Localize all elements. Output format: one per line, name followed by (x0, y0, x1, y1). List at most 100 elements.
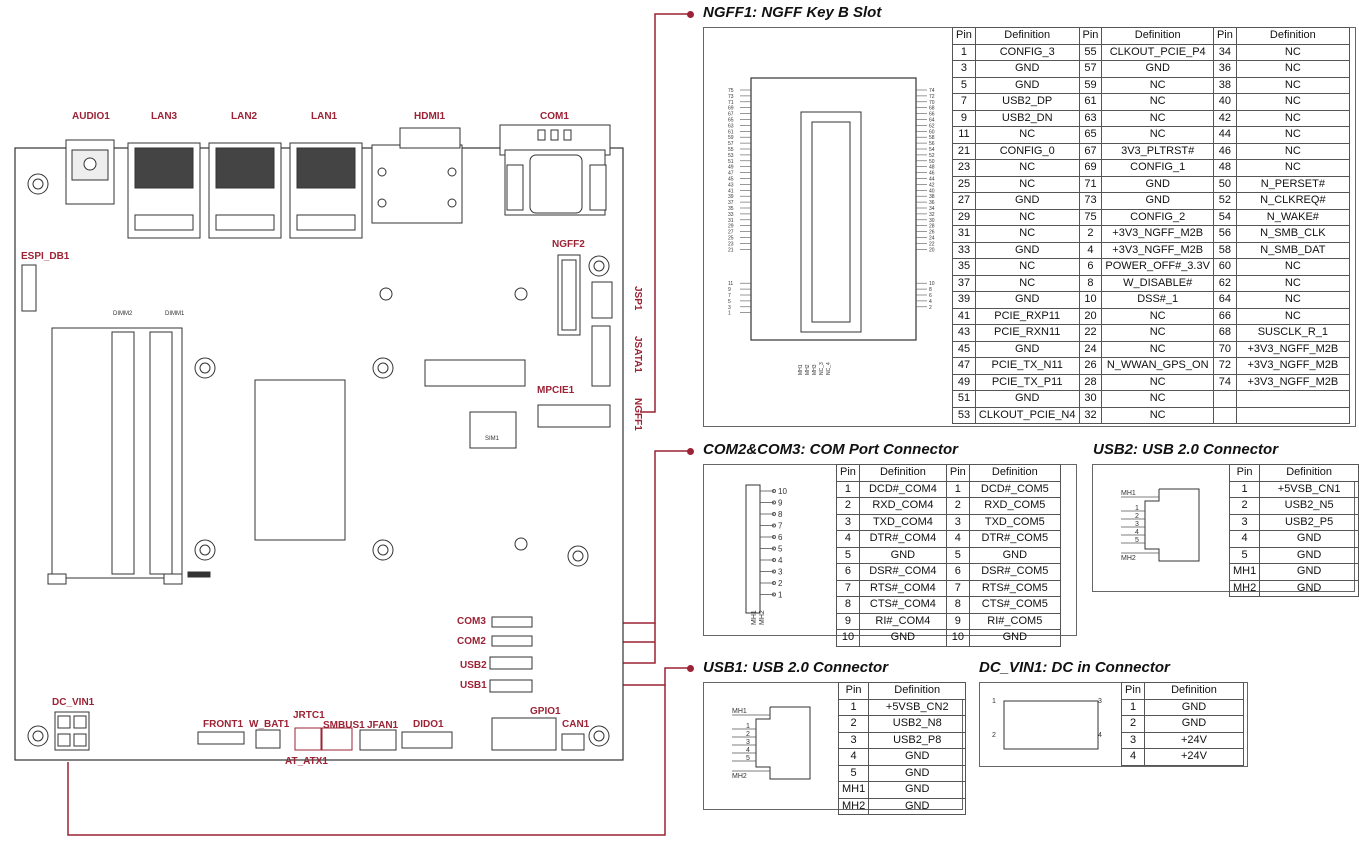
pin-number-label: 26 (929, 230, 935, 236)
pin-definition-cell: NC (1101, 340, 1214, 358)
pin-number-cell: 73 (1078, 192, 1103, 210)
pin-definition-cell: DTR#_COM4 (858, 530, 947, 548)
usb2-title: USB2: USB 2.0 Connector (1093, 441, 1279, 458)
pin-number-cell: 1 (945, 480, 970, 498)
pin-definition-cell: GND (974, 76, 1080, 94)
pin-number-label: 61 (728, 129, 734, 135)
pin-definition-cell: CONFIG_2 (1101, 208, 1214, 226)
pin-dot (772, 569, 776, 574)
pin-dot (772, 512, 776, 516)
table-header-row: Pin Definition (1121, 682, 1244, 700)
pin-number-label: 58 (929, 135, 935, 141)
pin-number-label: 29 (728, 224, 734, 230)
pin-definition-cell: CONFIG_1 (1101, 159, 1214, 177)
pin-number-cell: 9 (836, 612, 860, 630)
pin-definition-cell: +3V3_NGFF_M2B (1235, 340, 1350, 358)
mh-label: MH1 (732, 708, 747, 715)
pin-number-cell: 2 (1228, 497, 1261, 515)
pin-number-cell: 52 (1212, 192, 1237, 210)
pin-number-cell: 40 (1212, 93, 1237, 111)
pin-number-cell: 27 (952, 192, 976, 210)
pin-definition-cell: NC (974, 258, 1080, 276)
pin-definition-cell: NC (974, 159, 1080, 177)
cpu-area (254, 379, 346, 541)
pin-definition-cell: N_SMB_DAT (1235, 241, 1350, 259)
pin-definition-cell: TXD_COM4 (858, 513, 947, 531)
pin-number-cell: 8 (945, 596, 970, 614)
pin-number-cell: 2 (1121, 715, 1145, 733)
pin-number-label: 63 (728, 123, 734, 129)
mh-label: MH1 (1121, 490, 1136, 497)
com23-title: COM2&COM3: COM Port Connector (703, 441, 958, 458)
pin-number-cell: 1 (836, 480, 860, 498)
pin-number-label: 1 (778, 591, 783, 600)
pin-definition-cell: DCD#_COM4 (858, 480, 947, 498)
label-at-atx1: AT_ATX1 (285, 756, 328, 767)
pin-definition-cell (1235, 390, 1350, 408)
header-definition: Definition (1235, 27, 1350, 45)
pin-number-label: 7 (728, 293, 731, 299)
pin-number-label: 3 (1098, 698, 1102, 705)
pin-definition-cell: TXD_COM5 (968, 513, 1061, 531)
mounting-holes (27, 173, 610, 747)
pin-number-label: 9 (778, 499, 783, 508)
pin-number-cell: 74 (1212, 373, 1237, 391)
pin-definition-cell: N_WWAN_GPS_ON (1101, 357, 1214, 375)
pin-definition-cell: NC (1235, 126, 1350, 144)
pin-number-cell: 44 (1212, 126, 1237, 144)
pin-number-cell: 65 (1078, 126, 1103, 144)
pin-number-label: 69 (728, 106, 734, 112)
pin-number-label: 73 (728, 94, 734, 100)
pin-number-label: 28 (929, 224, 935, 230)
label-jsp1: JSP1 (632, 286, 643, 311)
label-hdmi1: HDMI1 (414, 111, 446, 122)
table-row: 1+5VSB_CN2 (837, 698, 967, 716)
pin-dot (772, 592, 776, 597)
pin-number-cell: 35 (952, 258, 976, 276)
table-header-row: Pin Definition Pin Definition Pin Defini… (952, 27, 1350, 45)
pin-definition-cell: +5VSB_CN1 (1259, 480, 1359, 498)
pin-number-label: 2 (1135, 513, 1139, 520)
pin-number-cell: 24 (1078, 340, 1103, 358)
pin-number-cell: 37 (952, 274, 976, 292)
pin-definition-cell: +3V3_NGFF_M2B (1101, 225, 1214, 243)
pin-definition-cell: USB2_P5 (1259, 513, 1359, 531)
header-definition: Definition (1259, 464, 1359, 482)
pin-number-cell (1212, 390, 1237, 408)
pin-definition-cell: +3V3_NGFF_M2B (1101, 241, 1214, 259)
espi-header (21, 264, 37, 312)
pin-number-cell: 71 (1078, 175, 1103, 193)
pin-number-label: 53 (728, 153, 734, 159)
pin-definition-cell: N_SMB_CLK (1235, 225, 1350, 243)
hdmi-port (371, 127, 463, 224)
pin-number-label: 4 (1098, 732, 1102, 739)
pin-number-cell: 34 (1212, 43, 1237, 61)
pin-number-cell: 1 (1228, 480, 1261, 498)
pin-number-cell: 59 (1078, 76, 1103, 94)
pin-definition-cell: GND (868, 797, 967, 815)
pin-definition-cell: DSR#_COM5 (968, 563, 1061, 581)
pin-number-cell: 4 (837, 748, 870, 766)
pin-number-cell: MH1 (1228, 563, 1261, 581)
label-jfan1: JFAN1 (367, 720, 399, 731)
pin-number-cell: 48 (1212, 159, 1237, 177)
pin-definition-cell: GND (1259, 546, 1359, 564)
pin-number-cell: 47 (952, 357, 976, 375)
pin-number-label: 1 (728, 311, 731, 317)
label-dido1: DIDO1 (413, 719, 444, 730)
pin-definition-cell: GND (968, 546, 1061, 564)
header-pin: Pin (1121, 682, 1145, 700)
